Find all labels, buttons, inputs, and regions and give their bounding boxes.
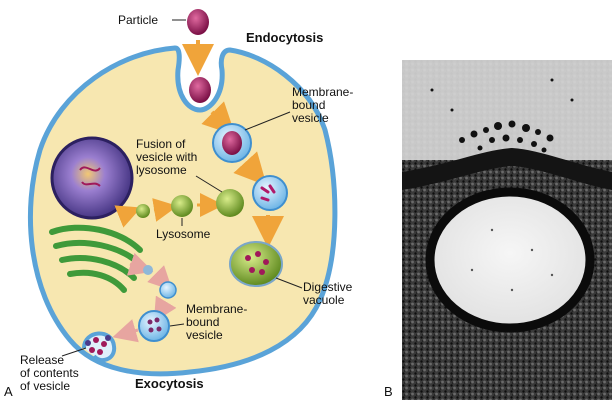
label-line: of vesicle — [20, 379, 71, 393]
arrow-to-release — [112, 319, 139, 343]
engulfed-vacuole — [425, 187, 595, 333]
pointer-membrane-bottom — [169, 323, 185, 327]
digestive-vacuole-label: Digestive vacuole — [303, 281, 352, 307]
bottom-vesicle-contents — [147, 317, 162, 333]
particle-in-pit-icon — [189, 77, 211, 103]
fusing-lysosome-icon — [216, 189, 244, 217]
label-line: Fusion of — [136, 137, 186, 151]
arrow-to-bottom-vesicle — [153, 295, 177, 323]
label-line: vesicle with — [136, 150, 198, 164]
micrograph-image — [402, 60, 612, 400]
surface-particles — [430, 78, 574, 153]
label-line: Membrane- — [186, 302, 248, 316]
release-label: Release of contents of vesicle — [20, 354, 79, 393]
lysosome-label: Lysosome — [156, 227, 211, 241]
membrane-bound-bottom-label: Membrane- bound vesicle — [186, 303, 247, 342]
panel-a-letter: A — [4, 384, 13, 399]
label-line: vesicle — [186, 328, 223, 342]
label-line: vacuole — [303, 293, 345, 307]
chromatin-icon — [79, 166, 101, 187]
vacuole-contents — [245, 251, 269, 275]
fragment-icon — [260, 184, 276, 202]
small-lysosome-icon — [136, 204, 150, 218]
particle-icon — [187, 9, 209, 35]
label-line: vesicle — [292, 111, 329, 125]
vesicle-particle-icon — [222, 131, 242, 155]
arrow-golgi-down — [126, 252, 154, 276]
secretory-vesicle-small-icon — [143, 265, 153, 275]
membrane-bound-top-label: Membrane- bound vesicle — [292, 86, 353, 125]
vacuole-speckles — [470, 228, 554, 292]
arrow-to-fusion — [233, 151, 267, 186]
pointer-release — [61, 347, 87, 357]
pointer-digestive — [275, 277, 303, 289]
membrane-bound-vesicle-bottom-icon — [138, 310, 170, 342]
label-line: Digestive — [303, 280, 353, 294]
pointer-membrane-top — [244, 111, 291, 131]
fusing-vesicle-icon — [252, 175, 288, 211]
secretory-vesicle-icon — [159, 281, 177, 299]
label-line: bound — [186, 315, 220, 329]
particle-label: Particle — [118, 13, 159, 27]
panel-b-letter: B — [384, 384, 393, 399]
label-line: Release — [20, 353, 65, 367]
exocytosis-title: Exocytosis — [135, 376, 204, 391]
fusion-label: Fusion of vesicle with lysosome — [136, 138, 197, 177]
endocytosis-title: Endocytosis — [246, 30, 324, 45]
micrograph-light-top — [402, 60, 612, 160]
nucleus-icon — [50, 136, 134, 220]
arrow-to-secretory — [147, 265, 173, 291]
arrow-golgi-to-small — [114, 205, 142, 228]
arrow-to-vesicle — [201, 101, 236, 136]
label-line: of contents — [20, 366, 79, 380]
label-line: Membrane- — [292, 85, 354, 99]
digestive-vacuole-icon — [229, 241, 283, 287]
plasma-membrane-band — [402, 148, 612, 190]
label-line: lysosome — [136, 163, 187, 177]
lysosome-icon — [171, 195, 193, 217]
pointer-fusion — [195, 175, 223, 193]
arrow-small-to-lysosome — [152, 198, 178, 222]
endocytosis-exocytosis-diagram — [27, 9, 338, 377]
label-line: bound — [292, 98, 326, 112]
released-contents — [85, 335, 111, 355]
